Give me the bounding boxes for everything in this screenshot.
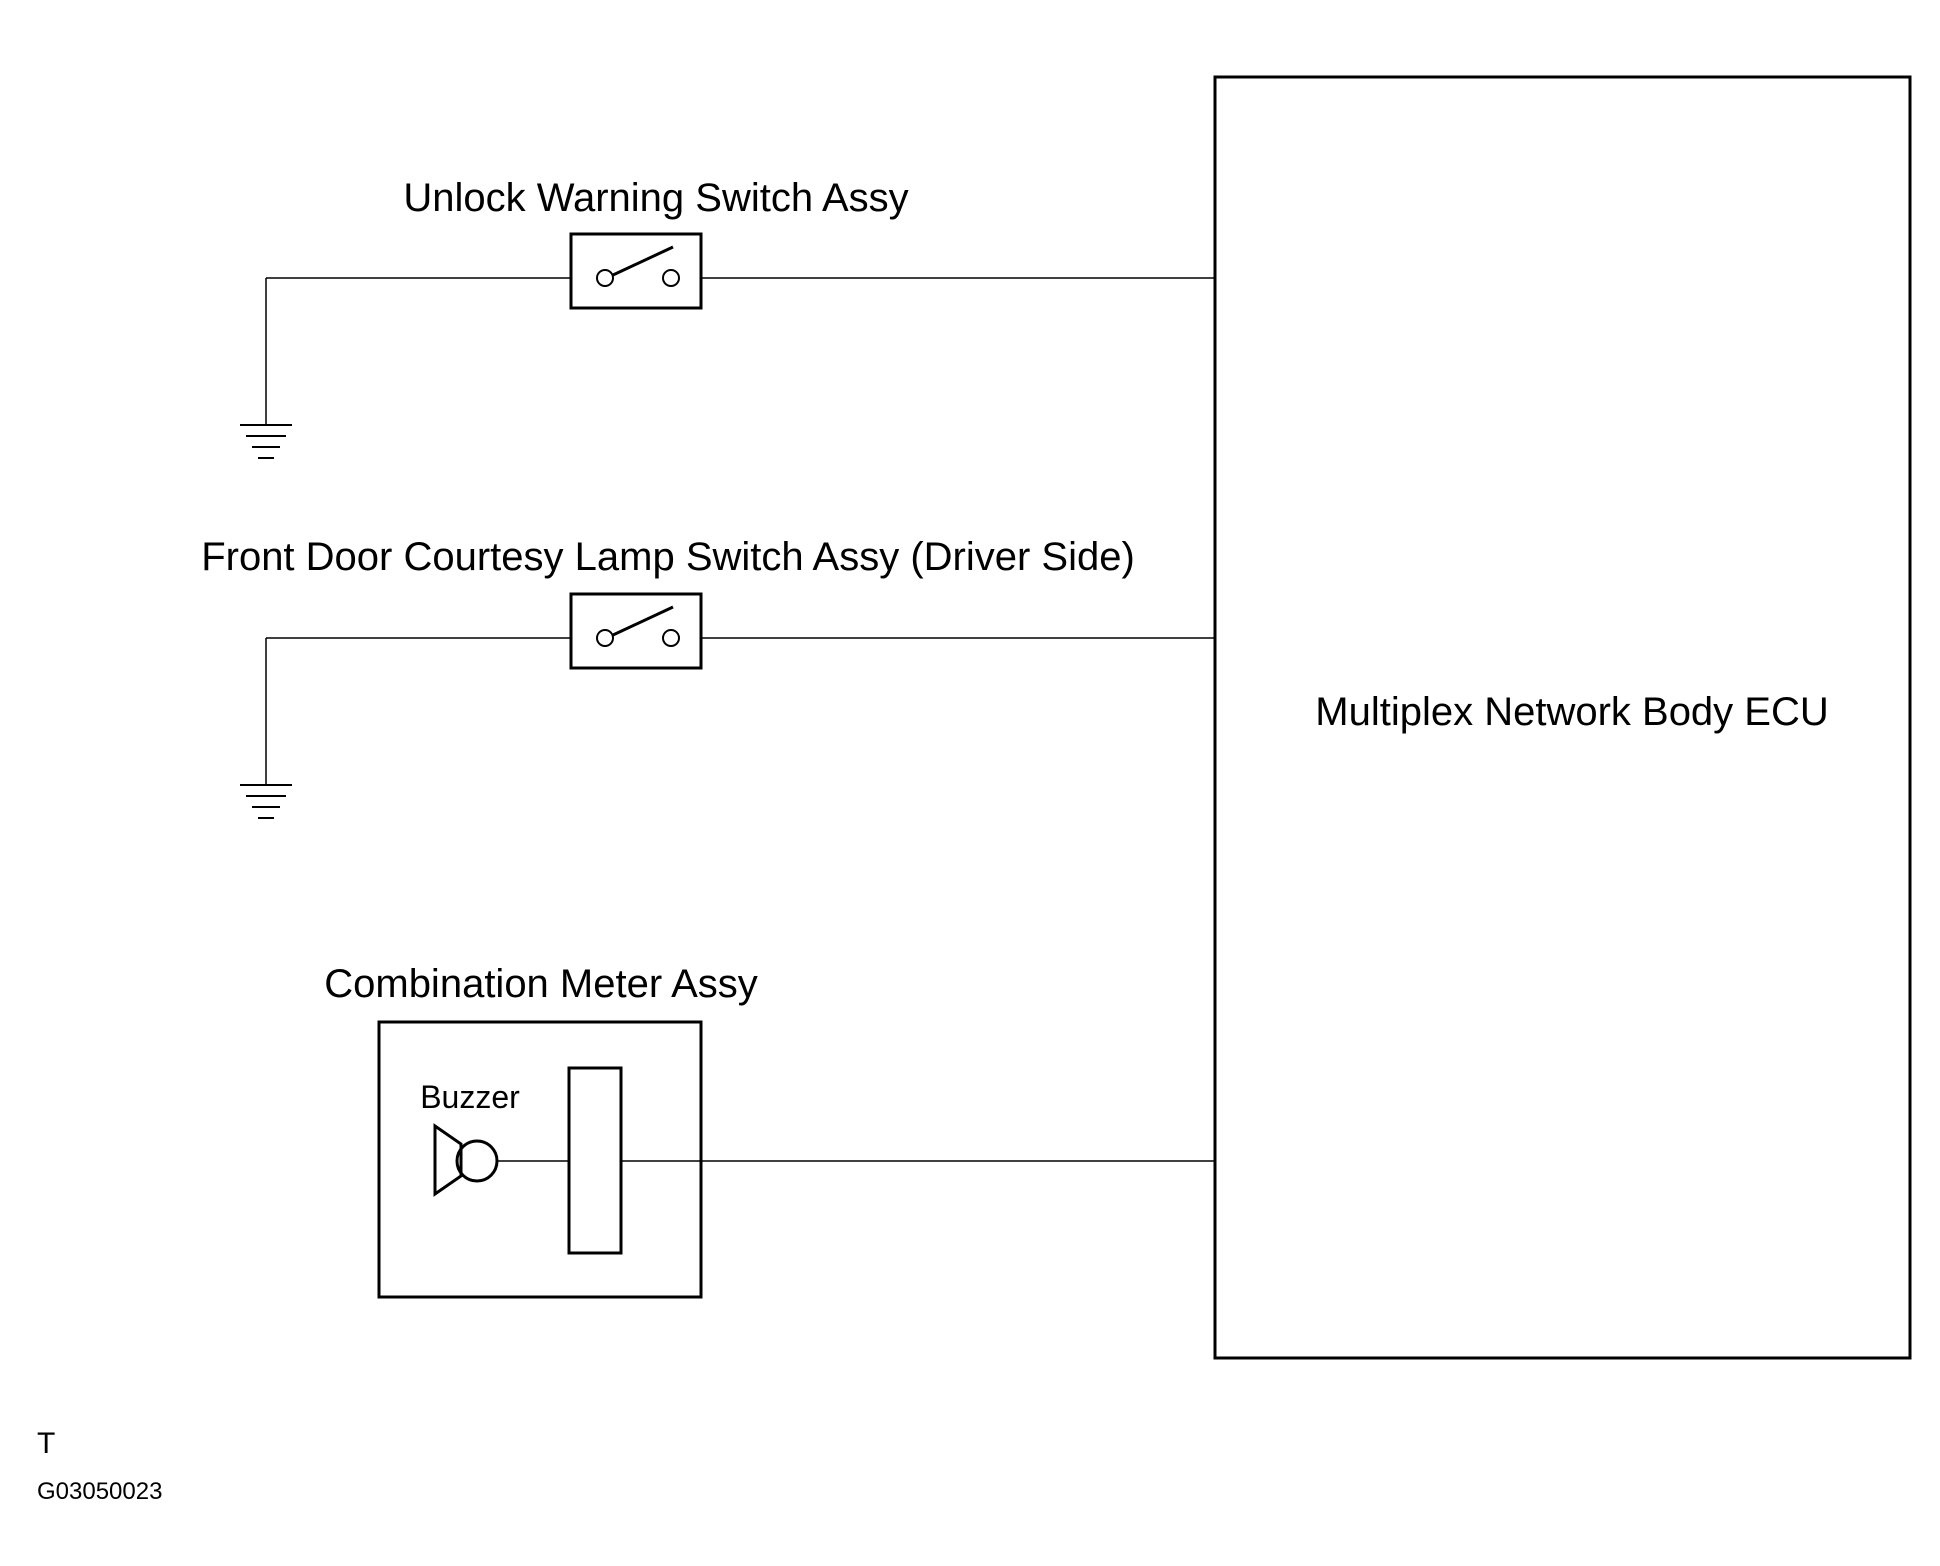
unlock-warning-switch-symbol — [569, 232, 703, 310]
meter-label: Combination Meter Assy — [324, 962, 758, 1006]
combination-meter-circuit: Combination Meter Assy Buzzer — [324, 962, 1215, 1299]
ecu-box — [1213, 75, 1912, 1360]
buzzer-label: Buzzer — [420, 1079, 520, 1115]
unlock-switch-label: Unlock Warning Switch Assy — [403, 176, 908, 220]
ground-icon — [240, 424, 292, 459]
ecu-block: Multiplex Network Body ECU — [1213, 75, 1912, 1360]
corner-mark: T — [37, 1427, 55, 1460]
unlock-warning-switch-circuit: Unlock Warning Switch Assy — [240, 176, 1215, 459]
switch-contact-right — [662, 629, 680, 647]
switch-blade — [612, 605, 674, 637]
switch-contact-right — [662, 269, 680, 287]
switch-blade — [612, 245, 674, 277]
door-switch-label: Front Door Courtesy Lamp Switch Assy (Dr… — [201, 535, 1135, 579]
door-courtesy-switch-symbol — [569, 592, 703, 670]
combination-meter-box — [377, 1020, 703, 1299]
switch-contact-left — [596, 629, 614, 647]
buzzer-icon — [433, 1123, 499, 1197]
door-courtesy-switch-circuit: Front Door Courtesy Lamp Switch Assy (Dr… — [201, 535, 1215, 819]
ecu-label: Multiplex Network Body ECU — [1315, 690, 1829, 734]
meter-driver-block — [567, 1066, 623, 1255]
switch-contact-left — [596, 269, 614, 287]
ground-icon — [240, 784, 292, 819]
figure-code: G03050023 — [37, 1478, 162, 1505]
